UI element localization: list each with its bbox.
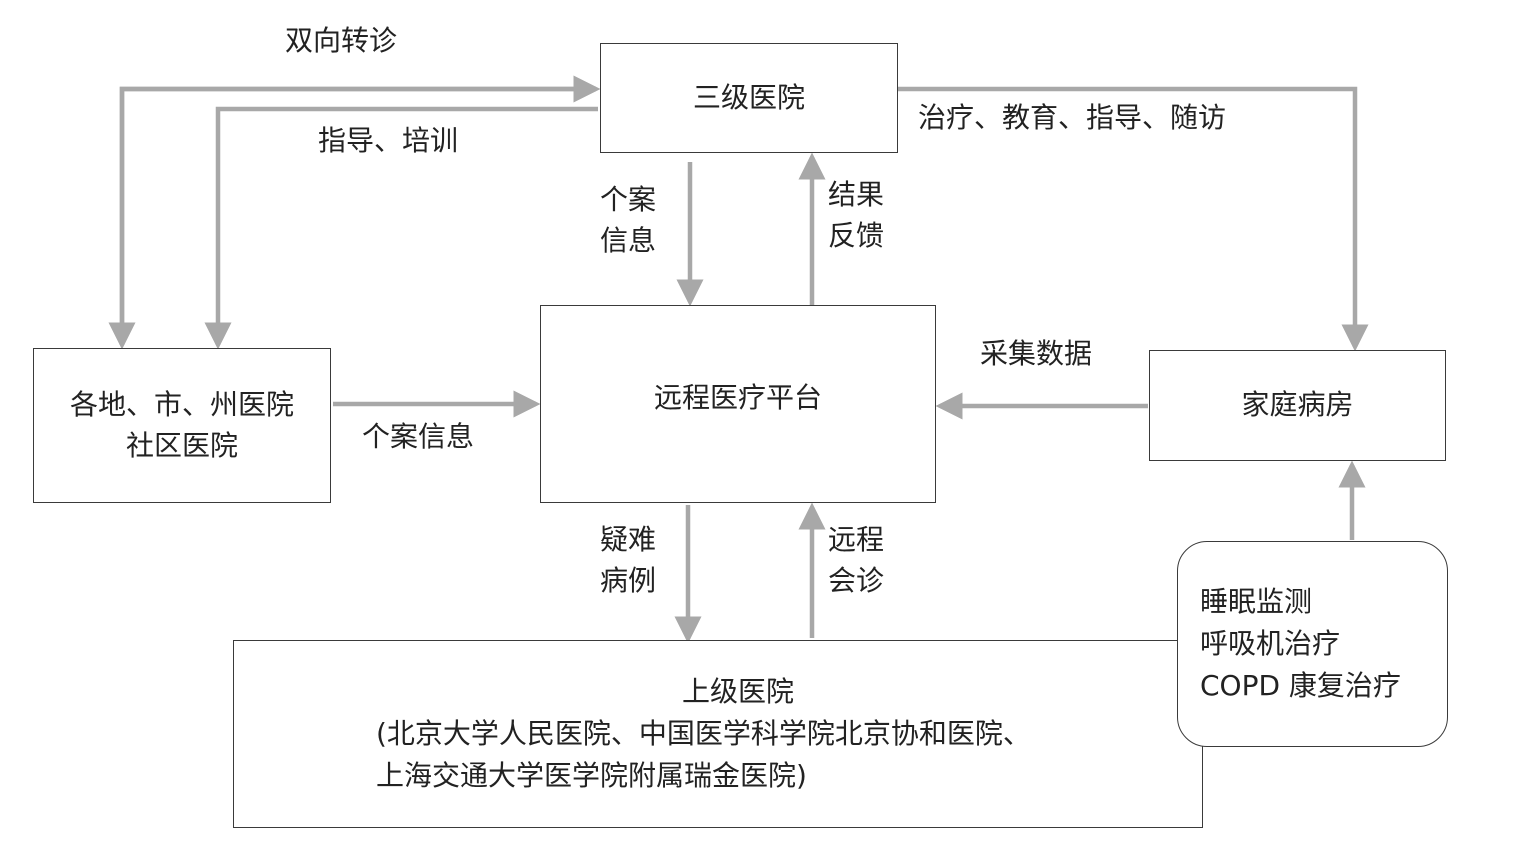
service-copd-rehab: COPD 康复治疗	[1200, 669, 1401, 702]
label-difficult-cases: 疑难 病例	[600, 520, 656, 601]
node-platform-label: 远程医疗平台	[653, 381, 822, 414]
label-case-info-down: 个案 信息	[600, 180, 656, 261]
label-remote-consult: 远程 会诊	[828, 520, 884, 601]
label-collect-data: 采集数据	[980, 337, 1093, 370]
service-sleep-monitoring: 睡眠监测	[1200, 585, 1313, 618]
node-tertiary-hospital: 三级医院	[600, 43, 898, 153]
node-superior-hospitals: 上级医院 (北京大学人民医院、中国医学科学院北京协和医院、 上海交通大学医学院附…	[233, 640, 1203, 828]
node-regional-hospitals: 各地、市、州医院 社区医院	[33, 348, 331, 503]
label-case-info: 个案信息	[362, 420, 475, 453]
label-guidance-training: 指导、培训	[318, 124, 459, 157]
arrow-guidance-training	[204, 106, 598, 350]
service-ventilator-therapy: 呼吸机治疗	[1200, 627, 1341, 660]
node-tertiary-label: 三级医院	[692, 80, 805, 114]
node-home-services: 睡眠监测 呼吸机治疗 COPD 康复治疗	[1177, 541, 1448, 747]
node-telemedicine-platform: 远程医疗平台	[540, 305, 936, 503]
node-regional-label-1: 各地、市、州医院	[69, 387, 294, 421]
node-superior-line-1: (北京大学人民医院、中国医学科学院北京协和医院、	[376, 717, 1031, 750]
label-case-info-down-1: 个案	[600, 183, 657, 216]
label-remote-consult-1: 远程	[828, 523, 885, 556]
node-superior-line-2: 上海交通大学医学院附属瑞金医院)	[376, 759, 807, 792]
label-treatment-followup: 治疗、教育、指导、随访	[918, 101, 1227, 134]
node-home-label: 家庭病房	[1241, 388, 1354, 422]
label-result-feedback-1: 结果	[828, 178, 885, 211]
label-remote-consult-2: 会诊	[828, 563, 885, 597]
label-case-info-down-2: 信息	[600, 223, 657, 257]
label-difficult-cases-2: 病例	[600, 563, 657, 597]
label-two-way-referral: 双向转诊	[285, 24, 398, 57]
label-result-feedback-2: 反馈	[828, 218, 885, 252]
node-superior-title: 上级医院	[682, 675, 795, 708]
node-regional-label-2: 社区医院	[125, 428, 238, 462]
arrow-treatment-followup	[897, 86, 1369, 352]
arrow-referral-to-regional	[108, 86, 596, 350]
label-result-feedback: 结果 反馈	[828, 175, 884, 256]
node-home-ward: 家庭病房	[1149, 350, 1446, 461]
label-difficult-cases-1: 疑难	[600, 523, 657, 556]
